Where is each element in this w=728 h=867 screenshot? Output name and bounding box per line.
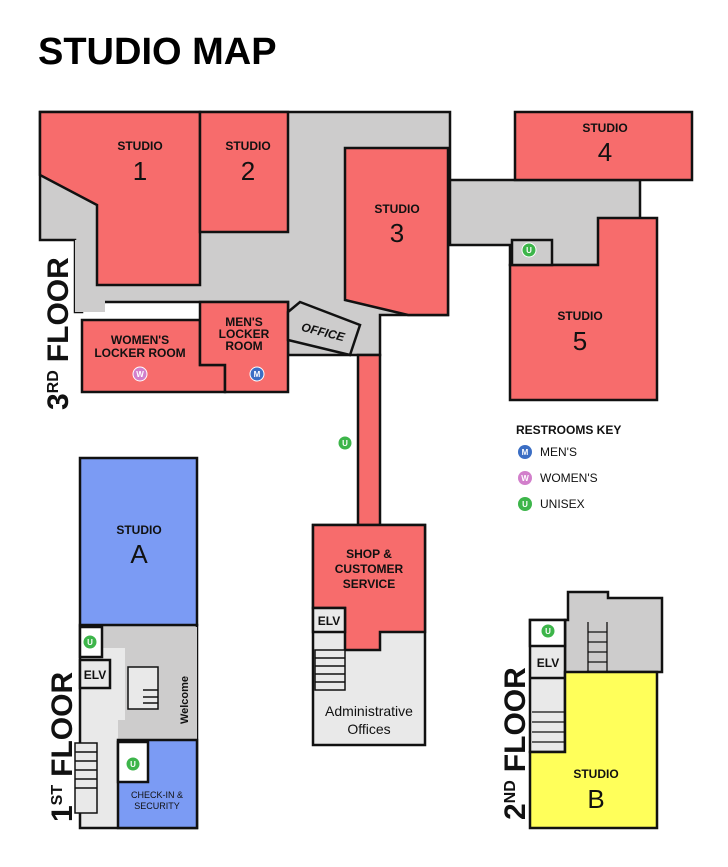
unisex-restroom-icon: U: [521, 242, 537, 258]
svg-text:MEN'S: MEN'S: [540, 445, 577, 459]
restrooms-key: RESTROOMS KEY M MEN'S W WOMEN'S U UNISEX: [516, 423, 621, 511]
studio-3-label: STUDIO: [374, 202, 419, 216]
page-title: STUDIO MAP: [38, 31, 277, 73]
key-item-womens: W WOMEN'S: [518, 471, 598, 485]
shop-label: SHOP &: [346, 547, 392, 561]
studio-3: [343, 146, 450, 317]
studio-1-number: 1: [133, 156, 147, 186]
svg-text:UNISEX: UNISEX: [540, 497, 585, 511]
svg-text:U: U: [545, 627, 551, 636]
admin-label-2: Offices: [347, 721, 390, 737]
shop-label-2: CUSTOMER: [335, 562, 404, 576]
studio-a-label: STUDIO: [116, 523, 161, 537]
studio-5-label: STUDIO: [557, 309, 602, 323]
unisex-restroom-icon: U: [82, 634, 98, 650]
svg-text:U: U: [342, 439, 348, 448]
welcome-label: Welcome: [179, 676, 191, 724]
elevator-1st: [78, 658, 112, 690]
key-item-mens: M MEN'S: [518, 445, 577, 459]
studio-b: [528, 670, 659, 830]
elevator-1st-label: ELV: [84, 668, 106, 682]
studio-5-number: 5: [573, 326, 587, 356]
key-title: RESTROOMS KEY: [516, 423, 621, 437]
elevator-shop-label: ELV: [318, 614, 340, 628]
mens-restroom-icon: M: [249, 366, 265, 382]
key-item-unisex: U UNISEX: [518, 497, 585, 511]
studio-4-label: STUDIO: [582, 121, 627, 135]
svg-text:W: W: [136, 370, 144, 379]
stairs-2nd: [532, 622, 608, 743]
svg-text:M: M: [254, 370, 261, 379]
studio-5: [508, 216, 659, 402]
unisex-restroom-icon: U: [540, 623, 556, 639]
womens-locker-label: WOMEN'S: [111, 333, 169, 347]
studio-a-letter: A: [130, 539, 148, 569]
first-floor-label: 1STFLOOR: [46, 672, 79, 822]
svg-text:WOMEN'S: WOMEN'S: [540, 471, 598, 485]
second-floor-label: 2NDFLOOR: [499, 667, 532, 820]
svg-text:U: U: [87, 638, 93, 647]
office: [286, 300, 362, 357]
svg-text:W: W: [521, 474, 529, 483]
womens-restroom-icon: W: [132, 366, 148, 382]
third-floor-label: 3RDFLOOR: [42, 257, 75, 410]
elevator-2nd-label: ELV: [537, 656, 559, 670]
svg-text:M: M: [522, 448, 529, 457]
restroom-icons: W M U U U U U: [82, 242, 556, 772]
studio-4-number: 4: [598, 137, 612, 167]
stairs-shop: [314, 649, 346, 691]
studio-2: [198, 110, 290, 234]
studio-4: [513, 110, 694, 182]
studio-3-number: 3: [390, 218, 404, 248]
svg-text:U: U: [522, 500, 528, 509]
studio-a: [78, 456, 199, 627]
checkin-label-2: SECURITY: [134, 801, 180, 811]
womens-locker-label-2: LOCKER ROOM: [94, 346, 185, 360]
checkin-label: CHECK-IN &: [131, 790, 183, 800]
stairs-1st: [74, 666, 159, 814]
studio-b-label: STUDIO: [573, 767, 618, 781]
elevator-shop: [311, 606, 347, 634]
room-labels: STUDIO 1 STUDIO 2 STUDIO 3 STUDIO 4 STUD…: [84, 121, 628, 814]
svg-text:U: U: [526, 246, 532, 255]
corridor-to-shop: [356, 353, 382, 529]
studio-b-letter: B: [587, 784, 604, 814]
admin-label: Administrative: [325, 703, 413, 719]
unisex-restroom-icon: U: [125, 756, 141, 772]
mens-locker-label-2: LOCKER: [219, 327, 270, 341]
studio-1-label: STUDIO: [117, 139, 162, 153]
mens-locker-label: MEN'S: [225, 315, 263, 329]
unisex-restroom-icon: U: [337, 435, 353, 451]
mens-locker-label-3: ROOM: [225, 339, 262, 353]
shop-label-3: SERVICE: [343, 577, 395, 591]
studio-2-number: 2: [241, 156, 255, 186]
mens-locker-room: [198, 300, 290, 394]
studio-2-label: STUDIO: [225, 139, 270, 153]
svg-text:U: U: [130, 760, 136, 769]
